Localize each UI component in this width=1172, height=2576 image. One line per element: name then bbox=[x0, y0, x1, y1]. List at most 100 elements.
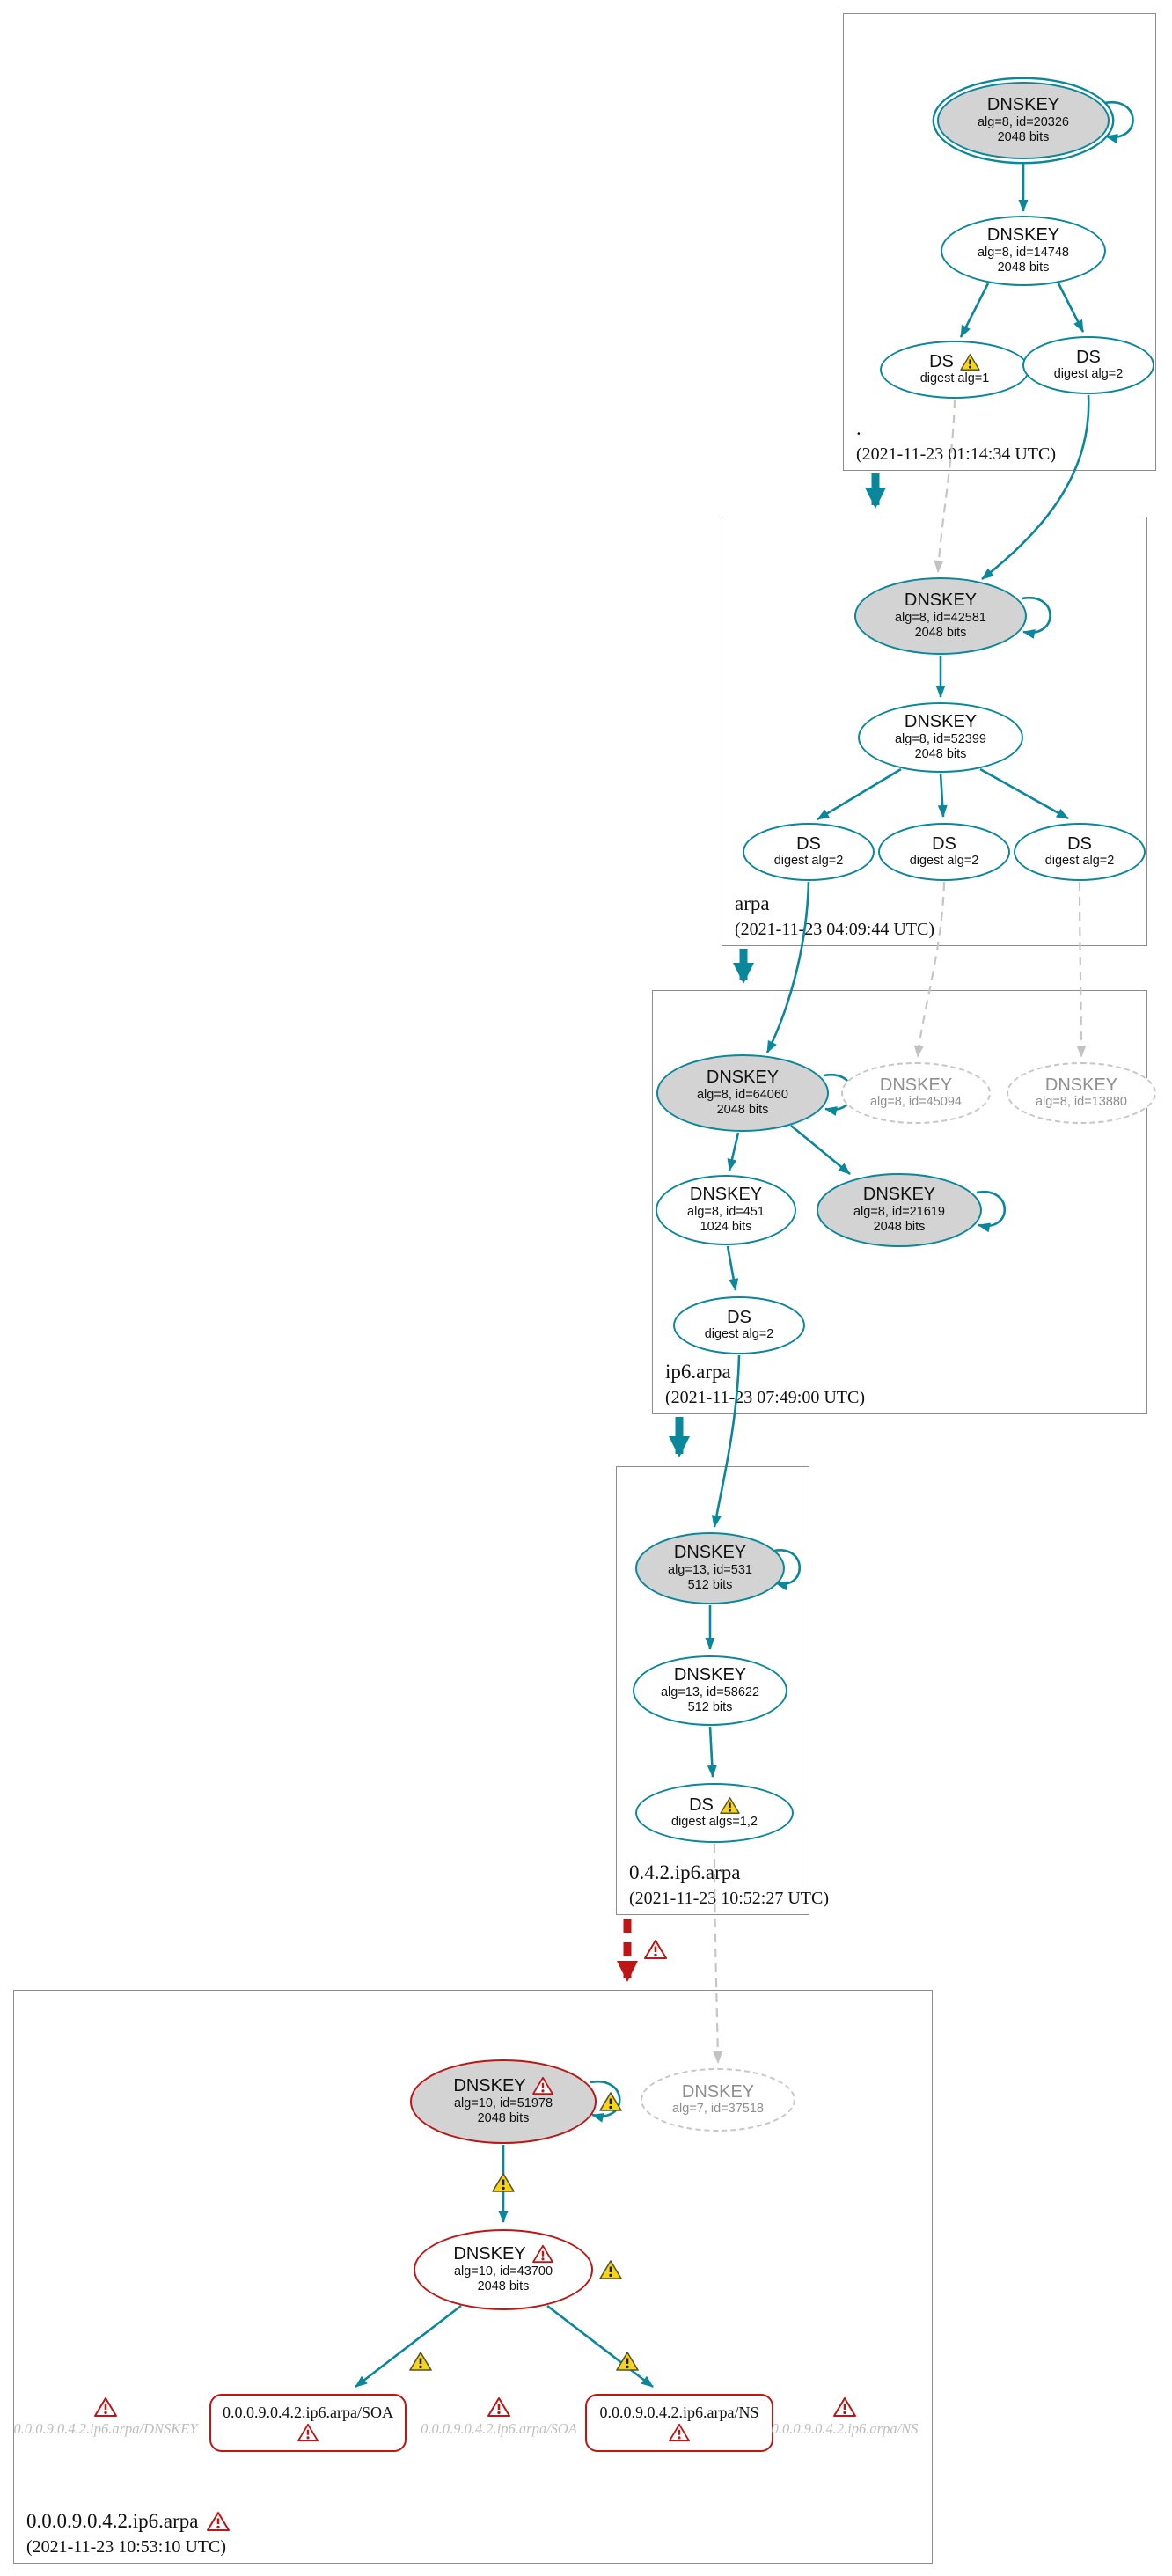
zone-box-000904-ip6-arpa: 0.0.0.9.0.4.2.ip6.arpa (2021-11-23 10:53… bbox=[13, 1990, 933, 2564]
node-alg: alg=7, id=37518 bbox=[671, 2102, 764, 2117]
dnskey-ip6-ksk-64060[interactable]: DNSKEY alg=8, id=64060 2048 bits bbox=[656, 1054, 829, 1132]
dnskey-arpa-ksk-42581[interactable]: DNSKEY alg=8, id=42581 2048 bits bbox=[854, 577, 1027, 655]
zone-name-ip6-arpa: ip6.arpa bbox=[665, 1361, 731, 1383]
node-digest: digest alg=2 bbox=[1053, 367, 1124, 382]
node-title: DS bbox=[727, 1307, 751, 1327]
node-title: DNSKEY bbox=[681, 2081, 755, 2102]
node-title: DNSKEY bbox=[862, 1185, 936, 1205]
ds-ip6-alg2[interactable]: DS digest alg=2 bbox=[673, 1296, 805, 1354]
zone-timestamp-042-ip6-arpa: (2021-11-23 10:52:27 UTC) bbox=[629, 1889, 830, 1908]
zone-name-root-text: . bbox=[856, 417, 861, 439]
response-error-soa[interactable]: 0.0.0.9.0.4.2.ip6.arpa/SOA bbox=[421, 2420, 577, 2437]
dnskey-ip6-missing-13880[interactable]: DNSKEY alg=8, id=13880 bbox=[1007, 1062, 1156, 1124]
ds-root-alg1[interactable]: DS digest alg=1 bbox=[880, 341, 1029, 399]
node-bits: 512 bits bbox=[687, 1700, 733, 1715]
node-digest: digest alg=2 bbox=[704, 1327, 774, 1342]
node-bits: 2048 bits bbox=[477, 2111, 530, 2126]
node-alg: alg=8, id=20326 bbox=[977, 114, 1069, 129]
node-alg: alg=8, id=42581 bbox=[894, 610, 986, 625]
node-title: DS bbox=[1076, 347, 1101, 367]
node-title: DS bbox=[796, 833, 821, 854]
warning-icon bbox=[409, 2351, 432, 2372]
node-title: DNSKEY bbox=[453, 2076, 526, 2096]
dnskey-ip6-missing-45094[interactable]: DNSKEY alg=8, id=45094 bbox=[841, 1062, 991, 1124]
node-title: DS bbox=[1067, 833, 1092, 854]
zone-timestamp-000904-ip6-arpa: (2021-11-23 10:53:10 UTC) bbox=[26, 2537, 227, 2557]
error-icon bbox=[94, 2396, 117, 2418]
zone-timestamp-ip6-arpa: (2021-11-23 07:49:00 UTC) bbox=[665, 1388, 866, 1407]
zone-name-042-ip6-arpa-text: 0.4.2.ip6.arpa bbox=[629, 1861, 741, 1883]
node-digest: digest alg=2 bbox=[1044, 854, 1115, 869]
rrset-000904-ns[interactable]: 0.0.0.9.0.4.2.ip6.arpa/NS bbox=[585, 2394, 773, 2452]
node-title: DS bbox=[689, 1794, 714, 1815]
rrset-label: 0.0.0.9.0.4.2.ip6.arpa/SOA bbox=[223, 2404, 393, 2421]
node-digest: digest alg=2 bbox=[773, 854, 844, 869]
error-icon bbox=[207, 2511, 231, 2532]
ds-042-algs12[interactable]: DS digest algs=1,2 bbox=[635, 1783, 794, 1843]
node-digest: digest alg=1 bbox=[919, 371, 990, 386]
node-alg: alg=8, id=52399 bbox=[894, 731, 986, 746]
warning-icon bbox=[720, 1796, 740, 1815]
node-alg: alg=8, id=14748 bbox=[977, 245, 1069, 260]
node-title: DNSKEY bbox=[986, 225, 1060, 246]
zone-name-ip6-arpa-text: ip6.arpa bbox=[665, 1361, 731, 1383]
node-digest: digest alg=2 bbox=[909, 854, 979, 869]
dnskey-000904-missing-37518[interactable]: DNSKEY alg=7, id=37518 bbox=[641, 2068, 795, 2132]
node-bits: 2048 bits bbox=[873, 1220, 926, 1235]
dnskey-000904-zsk-43700[interactable]: DNSKEY alg=10, id=43700 2048 bits bbox=[414, 2229, 593, 2310]
ds-arpa-3[interactable]: DS digest alg=2 bbox=[1014, 823, 1146, 881]
node-alg: alg=8, id=13880 bbox=[1035, 1095, 1127, 1110]
node-title: DNSKEY bbox=[673, 1665, 747, 1685]
node-title: DNSKEY bbox=[453, 2244, 526, 2264]
node-bits: 1024 bits bbox=[700, 1220, 752, 1235]
error-icon bbox=[644, 1939, 667, 1960]
node-alg: alg=13, id=58622 bbox=[660, 1684, 760, 1699]
zone-name-root: . bbox=[856, 417, 861, 440]
node-bits: 2048 bits bbox=[914, 626, 967, 641]
zone-name-000904-ip6-arpa: 0.0.0.9.0.4.2.ip6.arpa bbox=[26, 2510, 231, 2533]
node-bits: 2048 bits bbox=[477, 2279, 530, 2294]
error-icon bbox=[297, 2423, 319, 2442]
error-icon bbox=[669, 2423, 690, 2442]
dnskey-arpa-zsk-52399[interactable]: DNSKEY alg=8, id=52399 2048 bits bbox=[858, 702, 1023, 773]
zone-timestamp-root: (2021-11-23 01:14:34 UTC) bbox=[856, 444, 1057, 464]
node-title: DNSKEY bbox=[986, 95, 1060, 115]
node-bits: 2048 bits bbox=[997, 130, 1050, 145]
warning-icon bbox=[492, 2172, 515, 2193]
dnskey-root-zsk-14748[interactable]: DNSKEY alg=8, id=14748 2048 bits bbox=[941, 216, 1106, 286]
dnskey-ip6-ksk2-21619[interactable]: DNSKEY alg=8, id=21619 2048 bits bbox=[817, 1173, 982, 1247]
dnskey-042-zsk-58622[interactable]: DNSKEY alg=13, id=58622 512 bits bbox=[633, 1655, 787, 1726]
response-error-dnskey[interactable]: 0.0.0.9.0.4.2.ip6.arpa/DNSKEY bbox=[13, 2420, 198, 2437]
error-icon bbox=[487, 2396, 510, 2418]
node-title: DNSKEY bbox=[706, 1068, 780, 1088]
node-title: DS bbox=[932, 833, 956, 854]
warning-icon bbox=[616, 2351, 639, 2372]
node-digest: digest algs=1,2 bbox=[671, 1815, 758, 1830]
dnskey-ip6-zsk-451[interactable]: DNSKEY alg=8, id=451 1024 bits bbox=[656, 1175, 796, 1245]
node-alg: alg=8, id=45094 bbox=[869, 1095, 962, 1110]
error-icon bbox=[833, 2396, 856, 2418]
node-alg: alg=8, id=64060 bbox=[696, 1087, 788, 1102]
error-icon bbox=[531, 2076, 553, 2095]
node-title: DS bbox=[929, 351, 954, 371]
node-title: DNSKEY bbox=[879, 1075, 953, 1095]
rrset-000904-soa[interactable]: 0.0.0.9.0.4.2.ip6.arpa/SOA bbox=[209, 2394, 407, 2452]
ds-root-alg2[interactable]: DS digest alg=2 bbox=[1022, 336, 1154, 394]
response-error-ns[interactable]: 0.0.0.9.0.4.2.ip6.arpa/NS bbox=[771, 2420, 919, 2437]
zone-name-000904-ip6-arpa-text: 0.0.0.9.0.4.2.ip6.arpa bbox=[26, 2510, 199, 2532]
dnskey-042-ksk-531[interactable]: DNSKEY alg=13, id=531 512 bits bbox=[635, 1532, 785, 1604]
node-title: DNSKEY bbox=[673, 1543, 747, 1563]
ds-arpa-2[interactable]: DS digest alg=2 bbox=[878, 823, 1010, 881]
node-bits: 2048 bits bbox=[997, 261, 1050, 275]
ds-arpa-1[interactable]: DS digest alg=2 bbox=[743, 823, 875, 881]
dnskey-root-ksk-20326[interactable]: DNSKEY alg=8, id=20326 2048 bits bbox=[937, 82, 1110, 159]
node-alg: alg=13, id=531 bbox=[668, 1562, 752, 1577]
node-bits: 512 bits bbox=[687, 1578, 733, 1593]
zone-box-042-ip6-arpa: 0.4.2.ip6.arpa (2021-11-23 10:52:27 UTC) bbox=[616, 1466, 829, 1915]
error-icon bbox=[531, 2244, 553, 2264]
zone-timestamp-arpa: (2021-11-23 04:09:44 UTC) bbox=[735, 920, 935, 939]
warning-icon bbox=[960, 353, 980, 371]
dnskey-000904-ksk-51978[interactable]: DNSKEY alg=10, id=51978 2048 bits bbox=[410, 2059, 597, 2144]
zone-name-arpa: arpa bbox=[735, 892, 770, 915]
